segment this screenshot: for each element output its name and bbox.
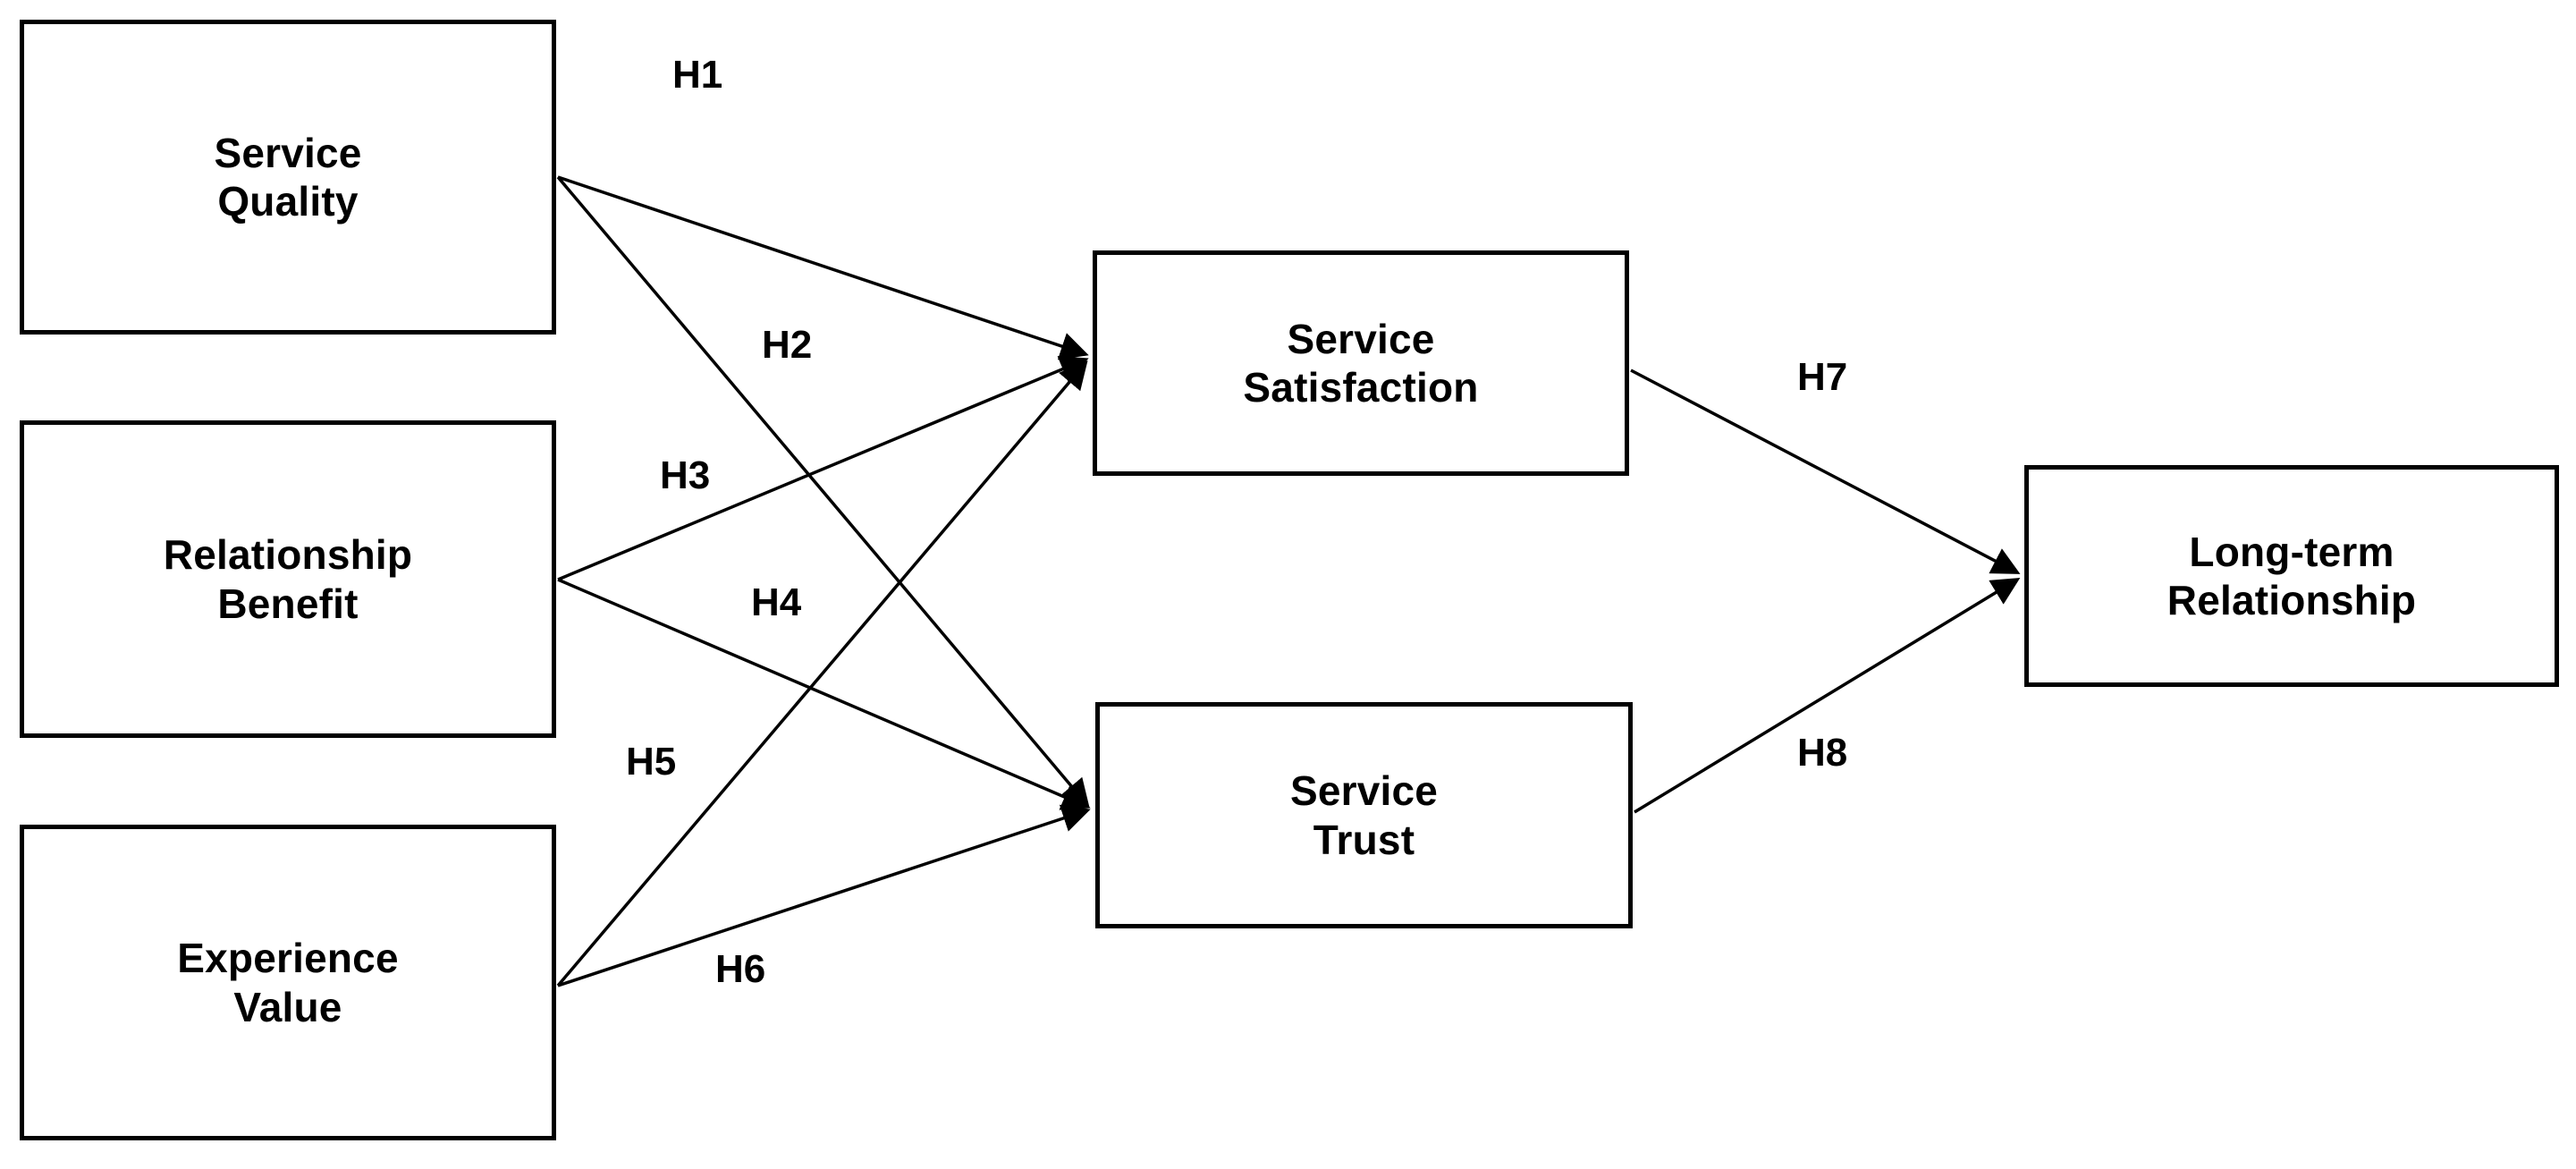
node-label-service-satisfaction: Service Satisfaction bbox=[1243, 315, 1479, 411]
edge-label-h7: H7 bbox=[1797, 355, 1848, 399]
edge-label-h3: H3 bbox=[660, 453, 711, 497]
node-label-long-term-relationship: Long-term Relationship bbox=[2166, 528, 2417, 623]
edge-label-h4: H4 bbox=[751, 580, 802, 624]
edge-line-h4 bbox=[557, 578, 1091, 810]
node-service-trust[interactable]: Service Trust bbox=[1095, 702, 1633, 928]
node-long-term-relationship[interactable]: Long-term Relationship bbox=[2024, 465, 2559, 687]
node-label-experience-value: Experience Value bbox=[177, 935, 399, 1030]
edge-label-h2: H2 bbox=[762, 323, 813, 367]
edge-label-h5: H5 bbox=[626, 740, 677, 784]
edge-line-h5 bbox=[556, 360, 1088, 987]
edge-label-h6: H6 bbox=[715, 947, 766, 991]
node-service-quality[interactable]: Service Quality bbox=[20, 20, 556, 335]
edge-line-h8 bbox=[1634, 577, 2021, 814]
edge-label-h8: H8 bbox=[1797, 731, 1848, 775]
edge-line-h2 bbox=[556, 175, 1090, 809]
node-label-service-quality: Service Quality bbox=[214, 129, 362, 224]
edge-label-h1: H1 bbox=[672, 53, 723, 97]
edge-line-h6 bbox=[557, 804, 1091, 987]
edge-line-h3 bbox=[557, 356, 1089, 581]
node-service-satisfaction[interactable]: Service Satisfaction bbox=[1093, 250, 1629, 476]
node-experience-value[interactable]: Experience Value bbox=[20, 825, 556, 1140]
edge-line-h1 bbox=[557, 175, 1089, 360]
edge-line-h7 bbox=[1630, 368, 2021, 574]
node-relationship-benefit[interactable]: Relationship Benefit bbox=[20, 420, 556, 738]
node-label-relationship-benefit: Relationship Benefit bbox=[163, 531, 413, 627]
node-label-service-trust: Service Trust bbox=[1289, 767, 1439, 863]
